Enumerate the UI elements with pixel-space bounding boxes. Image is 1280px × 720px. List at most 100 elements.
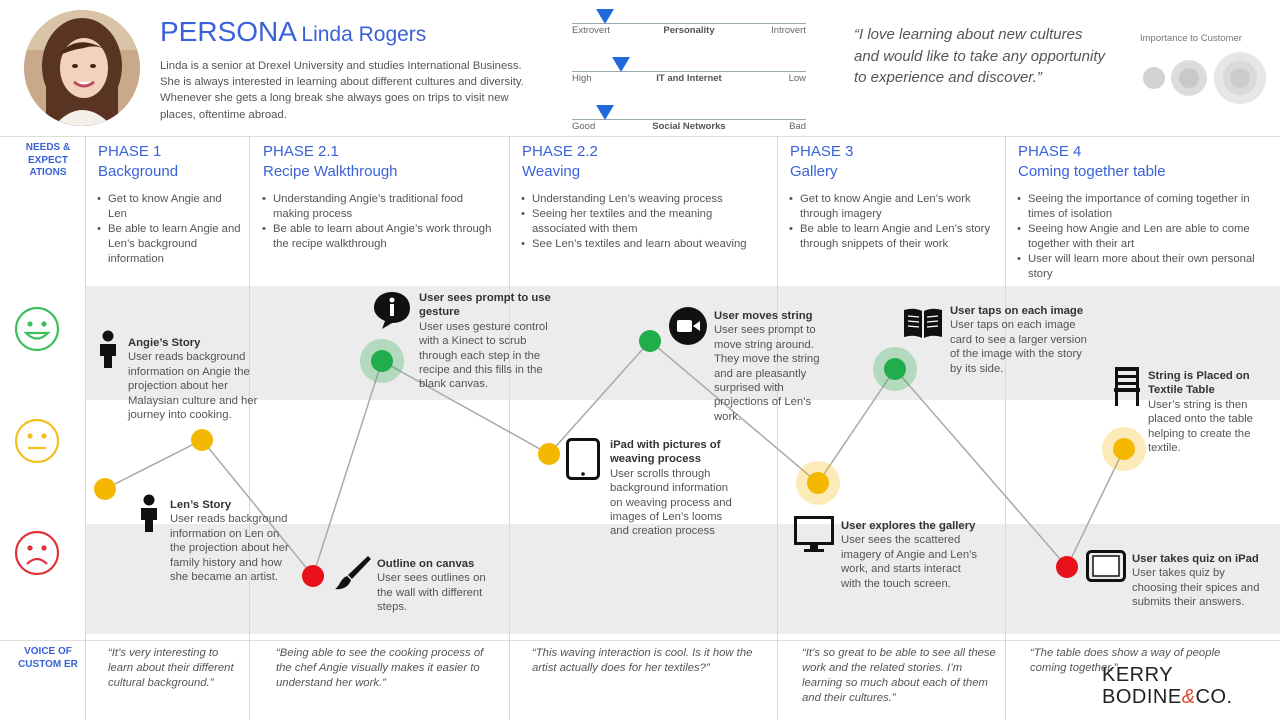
slider-track xyxy=(572,119,806,120)
slider-center-label: Personality xyxy=(663,25,715,36)
step-takes-quiz: User takes quiz on iPad User takes quiz … xyxy=(1132,552,1264,610)
video-camera-icon xyxy=(669,307,707,345)
person-icon xyxy=(100,330,116,368)
voice-quote-phase-1: “It’s very interesting to learn about th… xyxy=(108,647,234,689)
phase-needs-list: Understanding Angie’s traditional food m… xyxy=(261,192,497,252)
phase-name: Background xyxy=(98,163,179,180)
step-outline-canvas: Outline on canvas User sees outlines on … xyxy=(377,557,503,615)
journey-path xyxy=(104,339,1125,578)
phase-needs-list: Get to know Angie and LenBe able to lear… xyxy=(96,192,242,267)
slider-track xyxy=(572,23,806,24)
company-logo: KERRY BODINE&CO. xyxy=(1102,664,1233,708)
journey-point-positive xyxy=(884,358,906,380)
journey-point-negative xyxy=(302,565,324,587)
journey-point-neutral xyxy=(1113,438,1135,460)
phase-name: Weaving xyxy=(522,163,581,180)
slider-right-label: Bad xyxy=(789,121,806,132)
step-title: Len’s Story xyxy=(170,499,232,511)
slider-left-label: Extrovert xyxy=(572,25,611,36)
persona-title: PERSONA Linda Rogers xyxy=(160,16,426,48)
logo-ampersand: & xyxy=(1181,686,1196,708)
person-icon xyxy=(141,494,157,532)
phase-name: Gallery xyxy=(790,163,838,180)
step-title: Angie’s Story xyxy=(128,337,201,349)
slider-center-label: IT and Internet xyxy=(656,73,722,84)
step-ipad-weaving: iPad with pictures of weaving process Us… xyxy=(610,438,734,539)
step-explores-gallery: User explores the gallery User sees the … xyxy=(841,519,981,591)
phase-need-item: Seeing the importance of coming together… xyxy=(1016,192,1270,222)
step-angies-story: Angie’s Story User reads background info… xyxy=(128,336,268,422)
journey-point-positive xyxy=(371,350,393,372)
journey-point-positive xyxy=(639,330,661,352)
step-taps-image: User taps on each image User taps on eac… xyxy=(950,304,1096,376)
voice-quote-phase-2-1: “Being able to see the cooking process o… xyxy=(276,647,484,689)
slider-track xyxy=(572,71,806,72)
step-title: User sees prompt to use gesture xyxy=(419,292,551,319)
voice-label: VOICE OF CUSTOM ER xyxy=(18,646,78,670)
phase-need-item: See Len’s textiles and learn about weavi… xyxy=(520,237,766,252)
phase-need-item: Be able to learn Angie and Len’s backgro… xyxy=(96,222,242,267)
step-text: User takes quiz by choosing their spices… xyxy=(1132,567,1260,609)
journey-point-negative xyxy=(1056,556,1078,578)
phase-need-item: Get to know Angie and Len’s work through… xyxy=(788,192,994,222)
neutral-face-icon xyxy=(14,418,60,464)
phase-needs-list: Seeing the importance of coming together… xyxy=(1016,192,1270,282)
slider-left-label: High xyxy=(572,73,592,84)
chair-icon xyxy=(1114,367,1140,406)
step-text: User taps on each image card to see a la… xyxy=(950,319,1087,375)
slider-right-label: Low xyxy=(788,73,806,84)
info-icon xyxy=(374,292,410,329)
sad-face-icon xyxy=(14,530,60,576)
step-text: User sees outlines on the wall with diff… xyxy=(377,572,486,614)
logo-line-3: CO. xyxy=(1195,686,1233,708)
phase-number: PHASE 1 xyxy=(98,143,162,160)
step-title: Outline on canvas xyxy=(377,558,475,570)
phase-name: Recipe Walkthrough xyxy=(263,163,398,180)
journey-point-neutral xyxy=(807,472,829,494)
step-title: String is Placed on Textile Table xyxy=(1148,370,1250,397)
phase-need-item: Understanding Len’s weaving process xyxy=(520,192,766,207)
ipad-icon xyxy=(1086,550,1126,582)
phase-need-item: Understanding Angie’s traditional food m… xyxy=(261,192,497,222)
logo-line-2: BODINE xyxy=(1102,686,1182,708)
voice-quote-phase-4: “The table does show a way of people com… xyxy=(1030,647,1221,674)
persona-description: Linda is a senior at Drexel University a… xyxy=(160,60,524,121)
persona-label: PERSONA xyxy=(160,16,297,47)
step-string-placed: String is Placed on Textile Table User’s… xyxy=(1148,369,1270,455)
step-text: User reads background information on Len… xyxy=(170,513,289,584)
monitor-icon xyxy=(794,516,834,552)
journey-point-neutral xyxy=(538,443,560,465)
slider-marker-icon xyxy=(612,57,631,72)
phase-number: PHASE 2.2 xyxy=(522,143,598,160)
step-title: User explores the gallery xyxy=(841,520,976,532)
step-text: User reads background information on Ang… xyxy=(128,351,258,422)
step-gesture-prompt: User sees prompt to use gesture User use… xyxy=(419,291,567,392)
book-icon xyxy=(904,308,942,338)
step-text: User uses gesture control with a Kinect … xyxy=(419,320,548,391)
phase-need-item: Get to know Angie and Len xyxy=(96,192,242,222)
persona-quote: “I love learning about new cultures and … xyxy=(854,26,1105,86)
journey-point-neutral xyxy=(191,429,213,451)
step-text: User scrolls through background informat… xyxy=(610,467,732,538)
phase-needs-list: Understanding Len’s weaving processSeein… xyxy=(520,192,766,252)
persona-slider: Extrovert Personality Introvert xyxy=(572,8,806,38)
persona-slider: High IT and Internet Low xyxy=(572,56,806,86)
step-title: iPad with pictures of weaving process xyxy=(610,439,721,466)
slider-left-label: Good xyxy=(572,121,596,132)
persona-name: Linda Rogers xyxy=(301,23,427,46)
tablet-icon xyxy=(566,438,600,480)
phase-need-item: Seeing her textiles and the meaning asso… xyxy=(520,207,766,237)
step-title: User moves string xyxy=(714,310,813,322)
step-text: User’s string is then placed onto the ta… xyxy=(1148,398,1253,455)
persona-avatar xyxy=(24,10,140,126)
slider-right-label: Introvert xyxy=(771,25,806,36)
phase-need-item: Seeing how Angie and Len are able to com… xyxy=(1016,222,1270,252)
step-moves-string: User moves string User sees prompt to mo… xyxy=(714,309,832,424)
logo-line-1: KERRY xyxy=(1102,664,1174,686)
step-title: User takes quiz on iPad xyxy=(1132,553,1259,565)
voice-quote-phase-2-2: “This waving interaction is cool. Is it … xyxy=(532,647,753,674)
phase-number: PHASE 4 xyxy=(1018,143,1082,160)
phase-need-item: Be able to learn about Angie’s work thro… xyxy=(261,222,497,252)
phase-number: PHASE 2.1 xyxy=(263,143,339,160)
